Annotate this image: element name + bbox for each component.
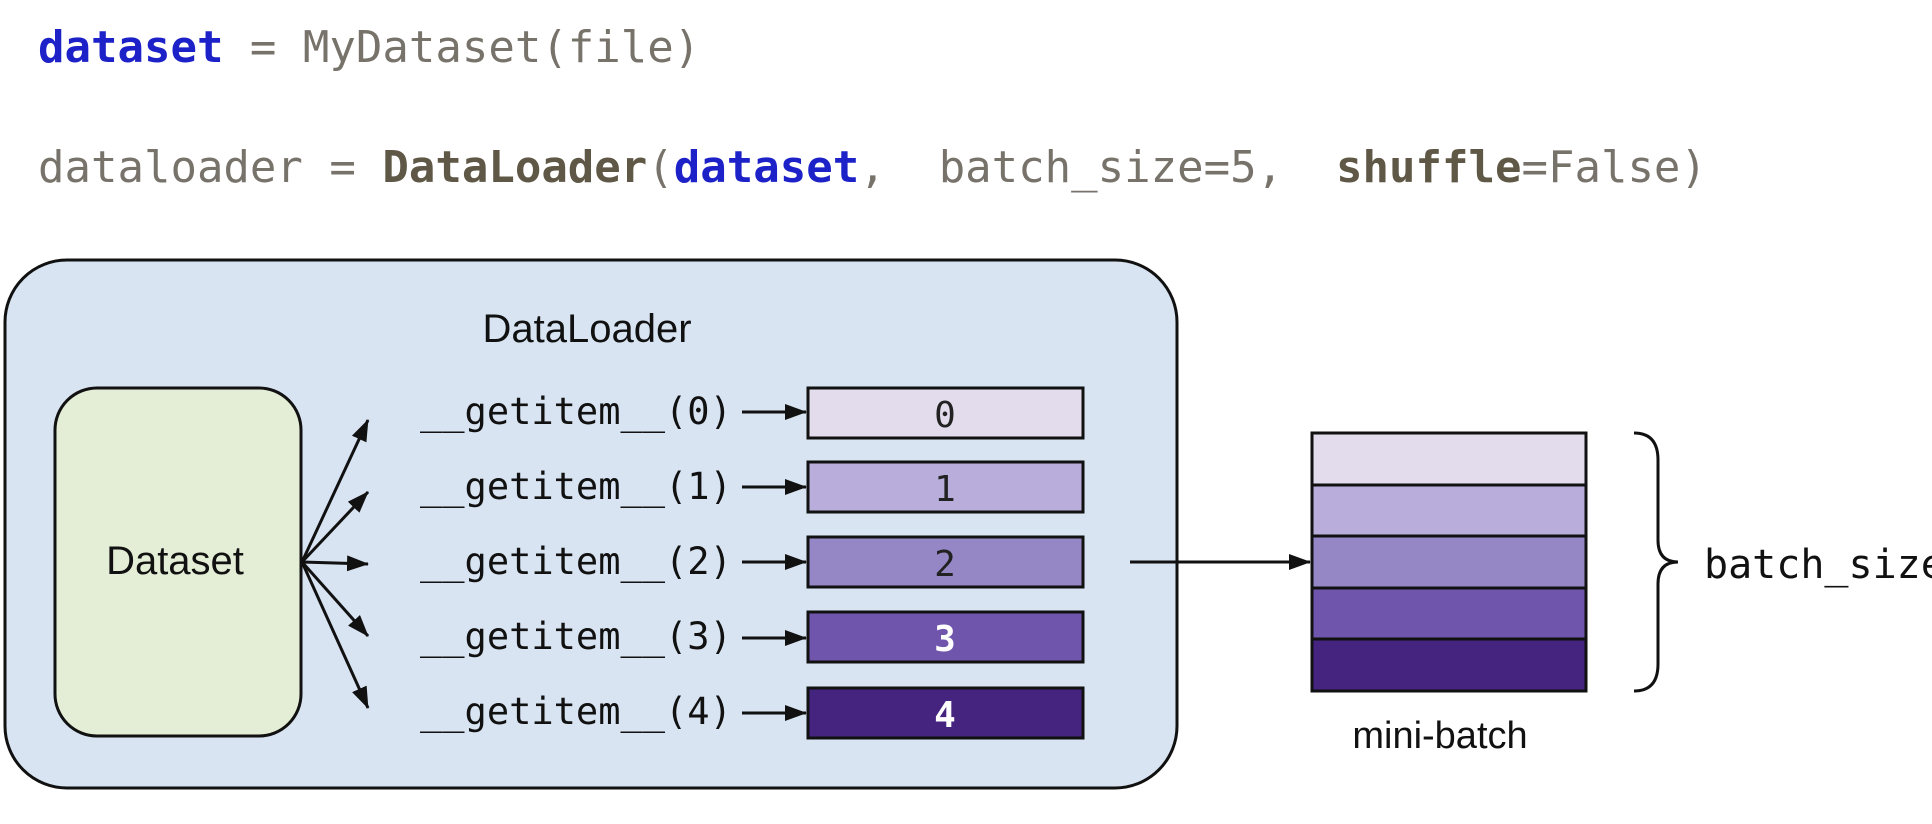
fan-arrow-3	[300, 561, 370, 637]
sample-index-2: 2	[934, 544, 956, 585]
minibatch-row-3	[1310, 586, 1588, 641]
getitem-label-2: __getitem__(2)	[420, 540, 732, 584]
getitem-label-4: __getitem__(4)	[420, 690, 732, 734]
sample-index-4: 4	[934, 695, 956, 736]
code-func-dataloader: DataLoader	[382, 142, 648, 193]
code-arg-dataset: dataset	[673, 142, 860, 193]
sample-index-3: 3	[934, 619, 956, 660]
sample-box-1	[806, 460, 1085, 514]
batch-size-brace	[1633, 431, 1679, 693]
minibatch-row-1	[1310, 483, 1588, 538]
fan-arrow-1	[300, 490, 370, 564]
sample-index-1: 1	[934, 469, 956, 510]
minibatch-row-4	[1310, 637, 1588, 693]
sample-box-2	[806, 535, 1085, 589]
code-arg-shuffle-value: =False)	[1521, 142, 1707, 193]
sample-index-0: 0	[934, 395, 956, 436]
dataloader-title: DataLoader	[482, 307, 691, 351]
getitem-label-1: __getitem__(1)	[420, 465, 732, 509]
getitem-label-0: __getitem__(0)	[420, 390, 732, 434]
code-open-paren: (	[647, 142, 674, 193]
code-arg-batch-size: , batch_size=5,	[859, 142, 1337, 193]
code-line-dataset: dataset = MyDataset(file)	[38, 22, 700, 73]
dataset-label: Dataset	[106, 539, 244, 583]
code-assign-mydataset: = MyDataset(file)	[223, 22, 701, 73]
code-lhs-dataloader: dataloader =	[38, 142, 383, 193]
fan-arrow-4	[300, 561, 370, 709]
code-var-dataset: dataset	[38, 22, 224, 73]
minibatch-row-0	[1310, 431, 1588, 487]
sample-box-0	[806, 386, 1085, 440]
dataset-box	[53, 386, 303, 738]
sample-box-4	[806, 686, 1085, 740]
code-kw-shuffle: shuffle	[1336, 142, 1522, 193]
minibatch-label: mini-batch	[1352, 715, 1527, 757]
fan-arrow-0	[300, 419, 370, 563]
code-line-dataloader: dataloader = DataLoader(dataset, batch_s…	[38, 142, 1707, 193]
minibatch-row-2	[1310, 534, 1588, 590]
getitem-label-3: __getitem__(3)	[420, 615, 732, 659]
sample-box-3	[806, 610, 1085, 664]
batch-size-label: batch_size	[1704, 542, 1932, 588]
fan-arrow-2	[301, 555, 369, 572]
